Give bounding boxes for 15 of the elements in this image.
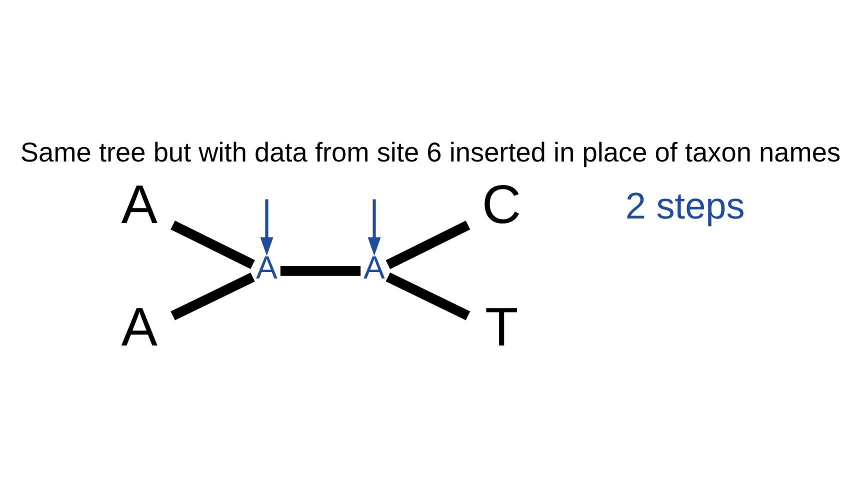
- node-text: T: [484, 296, 518, 358]
- node-text: A: [121, 174, 158, 235]
- arrow: [260, 199, 274, 256]
- label: 2 steps: [625, 184, 745, 226]
- node-text: A: [121, 296, 158, 358]
- connector: [386, 220, 470, 270]
- node-text: C: [482, 174, 522, 235]
- diagram-title: Same tree but with data from site 6 inserted in place of taxon names: [20, 136, 841, 168]
- connector: [170, 220, 255, 269]
- connector: [170, 272, 255, 320]
- connector: [386, 272, 470, 320]
- node-text: A: [364, 250, 385, 286]
- arrow: [368, 199, 381, 256]
- node-text: A: [256, 250, 278, 286]
- connector: [280, 266, 361, 276]
